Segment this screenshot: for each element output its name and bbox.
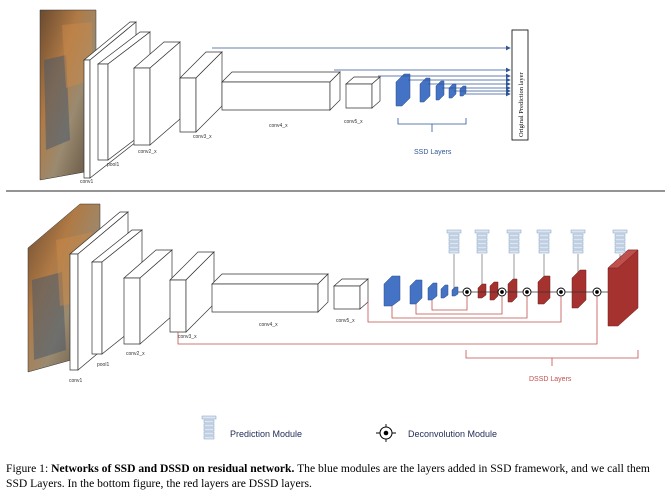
label-pool1-bottom: pool1	[97, 362, 109, 368]
dssd-blue-layers	[383, 275, 459, 307]
deconvolution-module-icon	[376, 424, 396, 442]
ssd-network: Original Prediction layer SSD Layers con…	[39, 9, 529, 185]
figure-caption: Figure 1: Networks of SSD and DSSD on re…	[6, 462, 670, 491]
dssd-layers-label: DSSD Layers	[529, 376, 572, 383]
label-conv4-bottom: conv4_x	[259, 322, 278, 328]
label-conv5-bottom: conv5_x	[336, 318, 355, 324]
conv4-block-top	[221, 71, 341, 83]
prediction-module-icon	[201, 415, 217, 440]
caption-bold: Networks of SSD and DSSD on residual net…	[51, 462, 295, 475]
dssd-skip-connections	[177, 296, 598, 345]
dssd-network: DSSD Layers conv1 pool1 conv2_x conv3_x …	[27, 203, 639, 384]
legend: Prediction Module Deconvolution Module	[201, 415, 497, 442]
ssd-prediction-arrows	[212, 45, 511, 97]
dssd-red-layers	[477, 249, 639, 327]
label-conv2-bottom: conv2_x	[126, 351, 145, 357]
legend-prediction-module: Prediction Module	[230, 429, 302, 439]
label-conv3-bottom: conv3_x	[178, 334, 197, 340]
dssd-layers-bracket	[465, 350, 639, 359]
caption-rest: The blue modules are the layers added in…	[6, 462, 650, 490]
label-conv5-top: conv5_x	[344, 119, 363, 125]
label-conv3-top: conv3_x	[193, 134, 212, 140]
prediction-modules	[446, 229, 628, 254]
label-conv1-top: conv1	[80, 179, 94, 185]
input-image-top	[39, 9, 97, 181]
label-conv2-top: conv2_x	[138, 149, 157, 155]
label-conv4-top: conv4_x	[269, 123, 288, 129]
ssd-blue-layers	[395, 73, 467, 107]
ssd-layers-label: SSD Layers	[414, 149, 452, 156]
label-conv1-bottom: conv1	[69, 378, 83, 384]
original-prediction-layer-box	[511, 29, 529, 141]
label-pool1-top: pool1	[107, 162, 119, 168]
conv4-block-bottom	[211, 273, 329, 285]
ssd-dssd-diagram: Original Prediction layer SSD Layers con…	[6, 9, 665, 442]
caption-prefix: Figure 1:	[6, 462, 52, 475]
legend-deconvolution-module: Deconvolution Module	[408, 429, 497, 439]
ssd-layers-bracket	[397, 118, 467, 125]
original-prediction-layer-label: Original Prediction layer	[518, 72, 525, 137]
